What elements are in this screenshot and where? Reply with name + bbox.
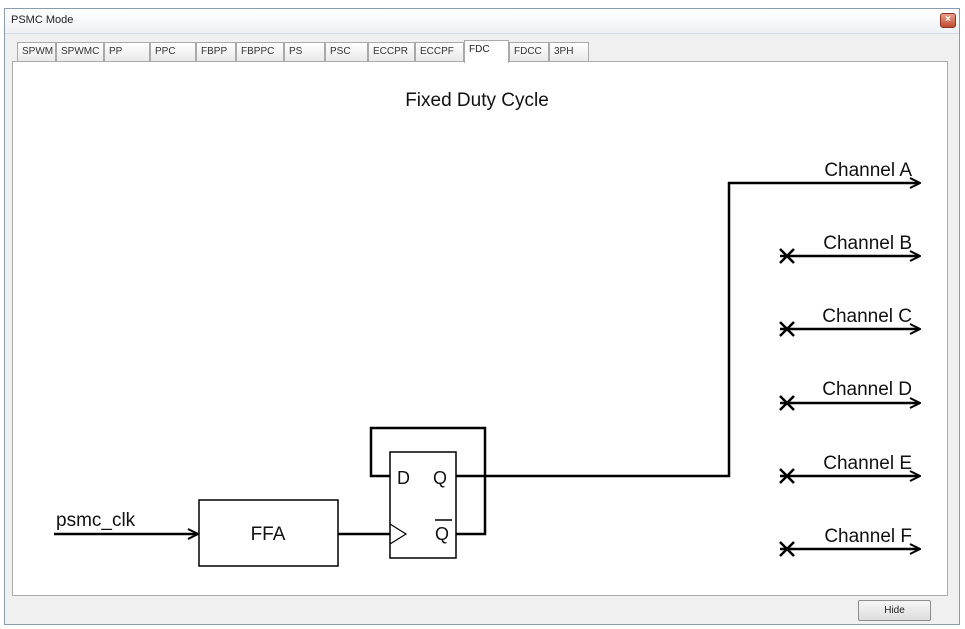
tab-fbppc[interactable]: FBPPC — [236, 42, 284, 61]
qbar-feedback-line — [369, 426, 487, 536]
ff-qbar-label: Q — [435, 524, 449, 544]
ffa-block — [198, 499, 339, 567]
tab-eccpr[interactable]: ECCPR — [368, 42, 415, 61]
hide-button[interactable]: Hide — [858, 600, 931, 621]
ff-d-label: D — [397, 468, 410, 488]
tab-fbpp[interactable]: FBPP — [196, 42, 236, 61]
tab-eccpf[interactable]: ECCPF — [415, 42, 464, 61]
channel-f-label: Channel F — [824, 526, 912, 547]
title-bar: PSMC Mode × — [5, 9, 959, 34]
ffa-label: FFA — [251, 524, 286, 545]
channel-e-label: Channel E — [823, 453, 912, 474]
close-button[interactable]: × — [940, 13, 956, 28]
tab-ppc[interactable]: PPC — [150, 42, 196, 61]
clock-triangle-icon — [389, 523, 408, 545]
tab-pp[interactable]: PP — [104, 42, 150, 61]
tab-fdc[interactable]: FDC — [464, 40, 509, 63]
channel-b-label: Channel B — [823, 233, 912, 254]
x-mark-icon — [779, 468, 795, 484]
psmc-clk-label: psmc_clk — [56, 510, 136, 531]
tab-spwm[interactable]: SPWM — [17, 42, 56, 61]
channel-c-label: Channel C — [822, 306, 912, 327]
tab-fdcc[interactable]: FDCC — [509, 42, 549, 61]
window-title: PSMC Mode — [11, 14, 74, 26]
channel-a-label: Channel A — [824, 160, 912, 181]
x-mark-icon — [779, 541, 795, 557]
channel-c-disabled — [779, 321, 920, 337]
x-mark-icon — [779, 321, 795, 337]
tab-psc[interactable]: PSC — [325, 42, 368, 61]
d-flipflop-block — [389, 451, 457, 559]
channel-d-label: Channel D — [822, 379, 912, 400]
tab-spwmc[interactable]: SPWMC — [56, 42, 104, 61]
close-icon: × — [945, 14, 951, 25]
x-mark-icon — [779, 395, 795, 411]
channel-d-disabled — [779, 395, 920, 411]
channel-f-disabled — [779, 541, 920, 557]
channel-e-disabled — [779, 468, 920, 484]
tab-ps[interactable]: PS — [284, 42, 325, 61]
ff-q-label: Q — [433, 468, 447, 488]
q-output-line — [456, 183, 920, 478]
tab-3ph[interactable]: 3PH — [549, 42, 589, 61]
diagram-title: Fixed Duty Cycle — [405, 90, 549, 111]
channel-b-disabled — [779, 248, 920, 264]
x-mark-icon — [779, 248, 795, 264]
